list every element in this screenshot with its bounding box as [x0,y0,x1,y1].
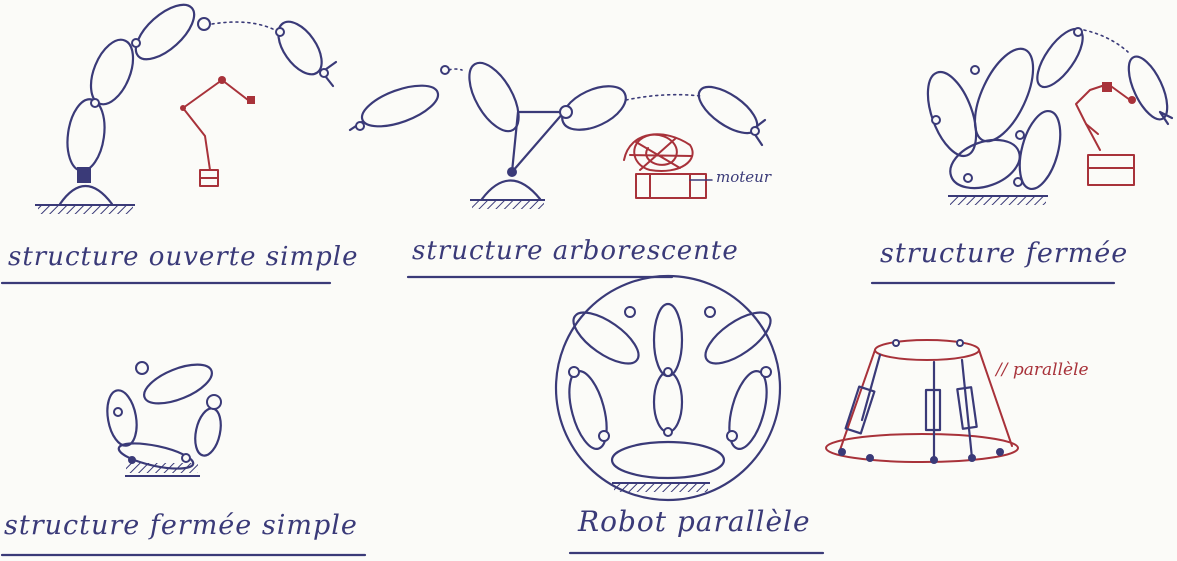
caption-tree-structure: structure arborescente [412,238,739,264]
caption-serial-simple: structure ouverte simple [8,244,358,270]
parallel-platform-sketch [826,340,1018,463]
caption-closed-simple: structure fermée simple [4,512,358,539]
simple-closed-loop-diagram [103,357,224,476]
parallel-label: // parallèle [996,362,1089,379]
motor-label: moteur [716,170,771,185]
caption-closed-structure: structure fermée [880,240,1128,267]
parallel-robot-diagram [556,276,780,500]
tree-structure-diagram [350,55,765,209]
closed-structure-diagram [918,22,1175,205]
serial-chain-diagram [35,0,336,214]
caption-parallel-robot: Robot parallèle [578,508,811,536]
